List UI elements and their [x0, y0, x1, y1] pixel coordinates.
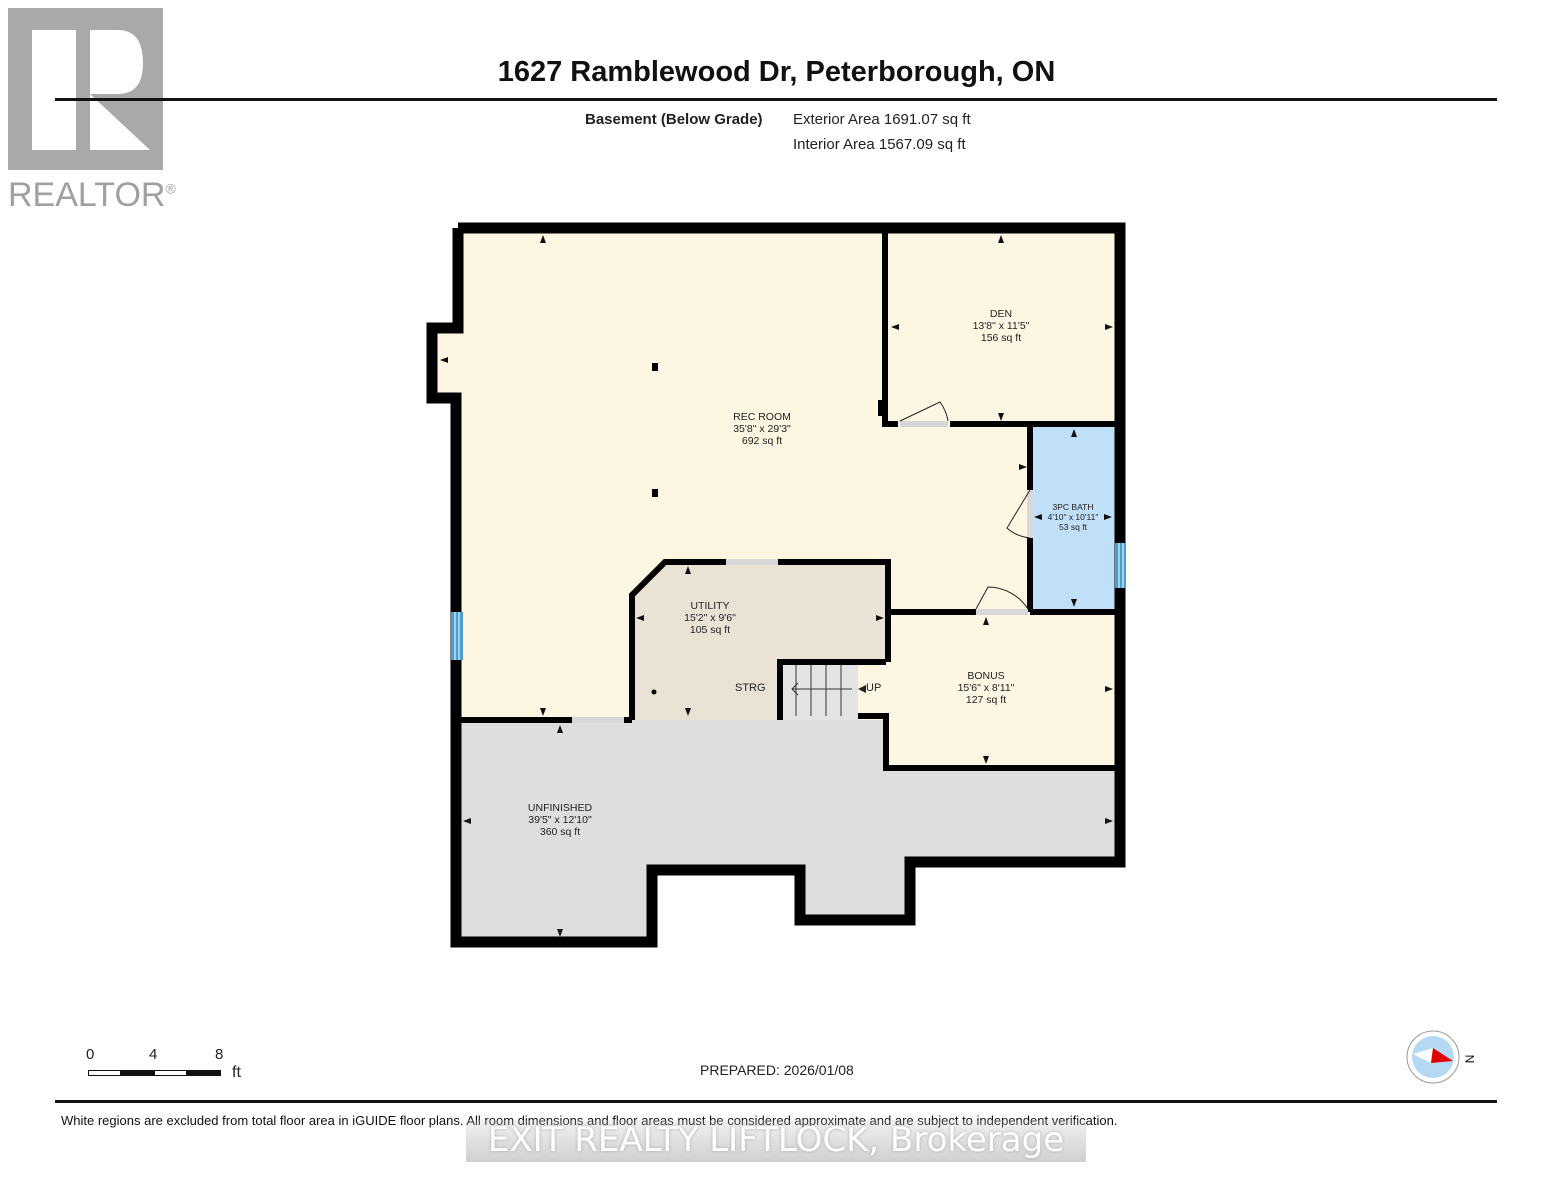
doors	[572, 421, 1033, 723]
header-divider	[55, 98, 1497, 101]
compass-north-label: N	[1462, 1054, 1477, 1064]
footer-divider	[55, 1100, 1497, 1103]
windows	[451, 543, 1126, 660]
brokerage-watermark: EXIT REALTY LIFTLOCK, Brokerage	[466, 1120, 1086, 1162]
bath-door	[1027, 490, 1033, 538]
realtor-logo: REALTOR®	[8, 8, 178, 214]
prepared-date: PREPARED: 2026/01/08	[700, 1062, 854, 1078]
scale-bar: 0 4 8 ft	[85, 1046, 255, 1086]
stairs-icon	[791, 665, 866, 716]
scale-tick-4: 4	[149, 1046, 158, 1063]
scale-unit: ft	[232, 1064, 241, 1081]
north-compass-icon: N	[1405, 1030, 1485, 1086]
realtor-r-icon	[8, 8, 163, 170]
bonus-door	[976, 609, 1028, 615]
floor-label: Basement (Below Grade)	[585, 111, 763, 128]
storage-label: STRG	[735, 682, 766, 694]
exterior-area: Exterior Area 1691.07 sq ft	[793, 111, 971, 128]
columns	[651, 363, 658, 695]
scale-tick-0: 0	[86, 1046, 95, 1063]
room-fills	[432, 228, 1120, 942]
unfinished-opening	[572, 717, 624, 723]
dimension-arrows	[440, 235, 1113, 937]
exterior-walls	[426, 222, 1126, 948]
den-door	[900, 421, 948, 427]
interior-area: Interior Area 1567.09 sq ft	[793, 136, 966, 153]
stairs-up-label: UP	[866, 682, 882, 694]
utility-opening	[726, 559, 778, 565]
door-swings	[899, 401, 1031, 610]
property-address-title: 1627 Ramblewood Dr, Peterborough, ON	[497, 56, 1056, 88]
interior-walls	[460, 231, 1116, 771]
scale-tick-8: 8	[215, 1046, 224, 1063]
realtor-wordmark: REALTOR®	[8, 176, 176, 214]
